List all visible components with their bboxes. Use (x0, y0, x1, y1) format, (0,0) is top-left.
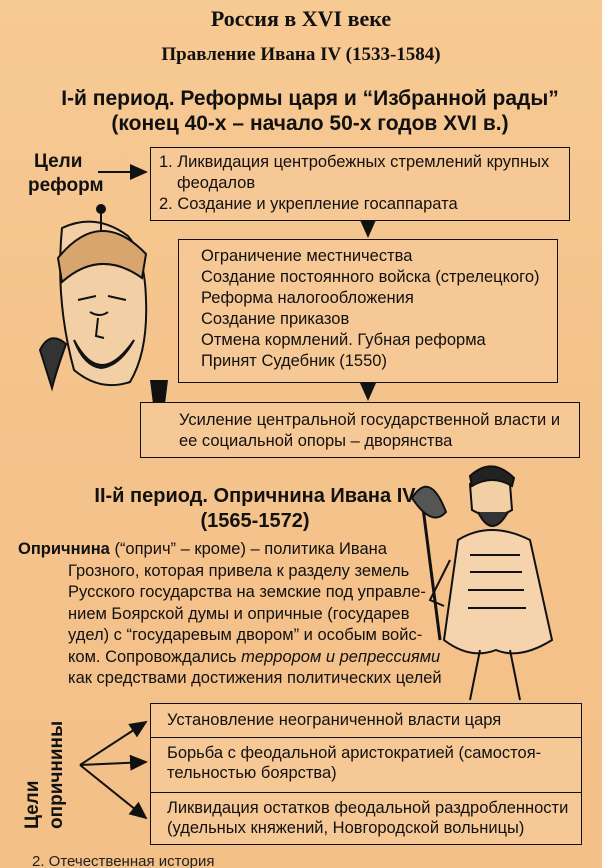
oprichnina-goal-line: тельностью боярства) (167, 764, 337, 782)
reform-goals-label: Цели реформ (28, 150, 104, 198)
definition-line: ком. Сопровождались (68, 647, 242, 666)
oprichnina-goals-box: Установление неограниченной власти царя … (150, 703, 582, 845)
definition-line: удел) с “государевым двором” и особым во… (68, 626, 423, 644)
reform-item: Отмена кормлений. Губная реформа (201, 331, 486, 349)
reform-result-line2: ее социальной опоры – дворянства (179, 432, 453, 450)
reform-item: Ограничение местничества (201, 247, 413, 265)
oprichnina-term: Опричнина (18, 540, 110, 558)
definition-line: (“оприч” – кроме) – политика Ивана (109, 540, 387, 558)
oprichnina-goal-line: (удельных княжений, Новгородской вольниц… (167, 819, 525, 837)
reform-item: Создание приказов (201, 310, 350, 328)
page-title: Россия в XVI веке (210, 6, 392, 31)
reforms-box: Ограничение местничества Создание постоя… (178, 239, 558, 383)
reform-goals-label-line1: Цели (34, 151, 83, 172)
period1-title-line2: (конец 40-х – начало 50-х годов XVI в.) (111, 112, 509, 135)
oprichnina-goals-label-svg: Цели опричнины (22, 721, 67, 829)
reform-goals-label-line2: реформ (28, 175, 104, 196)
reform-result-line1: Усиление центральной государственной вла… (179, 411, 561, 429)
oprichnina-goal-line: Борьба с феодальной аристократией (самос… (167, 744, 542, 762)
oprichnina-goals-label-line1: Цели (22, 781, 43, 829)
reform-item: Принят Судебник (1550) (201, 352, 387, 370)
period1-title: I-й период. Реформы царя и “Избранной ра… (20, 86, 600, 136)
divider (151, 737, 581, 738)
reign-subtitle: Правление Ивана IV (1533-1584) (161, 44, 441, 65)
oprichnina-goal-item: Установление неограниченной власти царя (151, 710, 581, 730)
period2-title: II-й период. Опричнина Ивана IV (1565-15… (0, 484, 470, 534)
oprichnina-goal-item: Ликвидация остатков феодальной раздробле… (151, 798, 581, 838)
reform-result-box: Усиление центральной государственной вла… (140, 402, 580, 458)
oprichnik-figure-icon (410, 465, 554, 701)
period2-title-line1: II-й период. Опричнина Ивана IV (94, 485, 416, 507)
oprichnina-goals-label-line2: опричнины (46, 721, 67, 829)
reform-goal-item: феодалов (177, 174, 256, 192)
definition-emphasis: террором и репрессиями (241, 647, 441, 666)
divider (151, 792, 581, 793)
tsar-portrait-icon (38, 204, 148, 392)
definition-line: Грозного, которая привела к разделу земе… (68, 561, 410, 580)
reform-item: Реформа налогообложения (201, 289, 414, 307)
reform-item: Создание постоянного войска (стрелецкого… (201, 268, 540, 286)
oprichnina-definition: Опричнина (“оприч” – кроме) – политика И… (18, 539, 442, 690)
oprichnina-goal-line: Установление неограниченной власти царя (167, 711, 502, 729)
definition-line: нием Боярской думы и опричные (государев (68, 604, 410, 623)
footer-caption: 2. Отечественная история (32, 853, 215, 868)
reform-goals-box: 1. Ликвидация центробежных стремлений кр… (150, 147, 570, 221)
reform-goal-item: 2. Создание и укрепление госаппарата (159, 195, 458, 213)
reform-goal-item: 1. Ликвидация центробежных стремлений кр… (159, 153, 550, 171)
definition-line: как средствами достижения политических ц… (68, 669, 442, 687)
period2-title-line2: (1565-1572) (200, 510, 310, 532)
definition-line: Русского государства на земские под упра… (68, 583, 426, 601)
oprichnina-goal-line: Ликвидация остатков феодальной раздробле… (167, 799, 569, 817)
oprichnina-goals-label: Цели опричнины (14, 705, 74, 830)
oprichnina-goal-item: Борьба с феодальной аристократией (самос… (151, 743, 581, 783)
period1-title-line1: I-й период. Реформы царя и “Избранной ра… (61, 87, 559, 110)
arrow-fan-icon (79, 720, 148, 820)
